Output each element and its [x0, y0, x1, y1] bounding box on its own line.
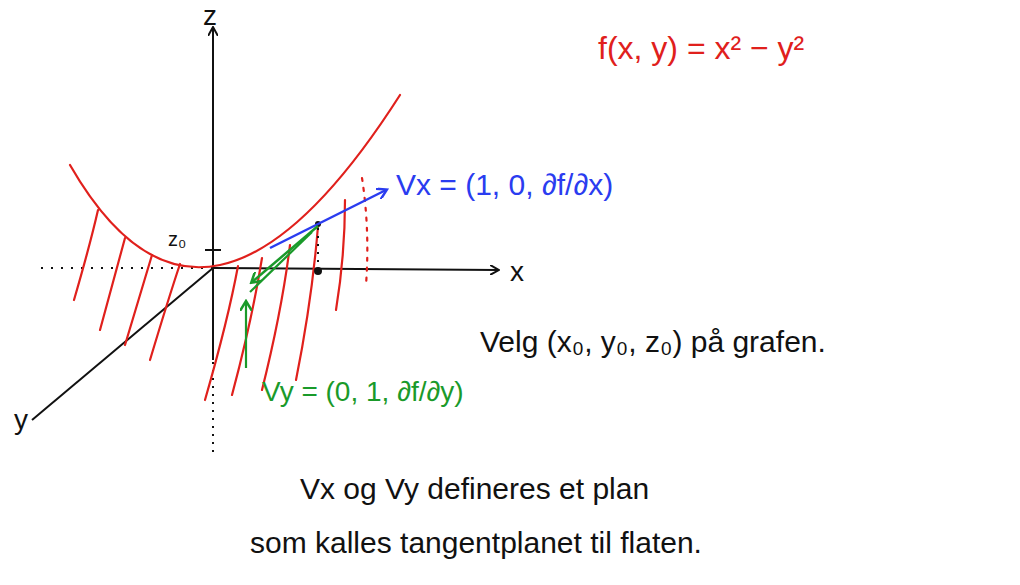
vector-label: Vy = (0, 1, ∂f/∂y) [262, 376, 464, 408]
point-label: z₀ [168, 228, 186, 251]
vector-label: Vx = (1, 0, ∂f/∂x) [396, 168, 613, 203]
note-text: Vx og Vy defineres et plan [300, 472, 649, 507]
function-formula: f(x, y) = x² − y² [598, 30, 804, 67]
axis-label: x [510, 256, 524, 288]
axis-label: y [14, 404, 28, 436]
axis-label: z [203, 0, 217, 32]
note-text: som kalles tangentplanet til flaten. [250, 526, 702, 561]
note-text: Velg (x₀, y₀, z₀) på grafen. [480, 325, 826, 360]
